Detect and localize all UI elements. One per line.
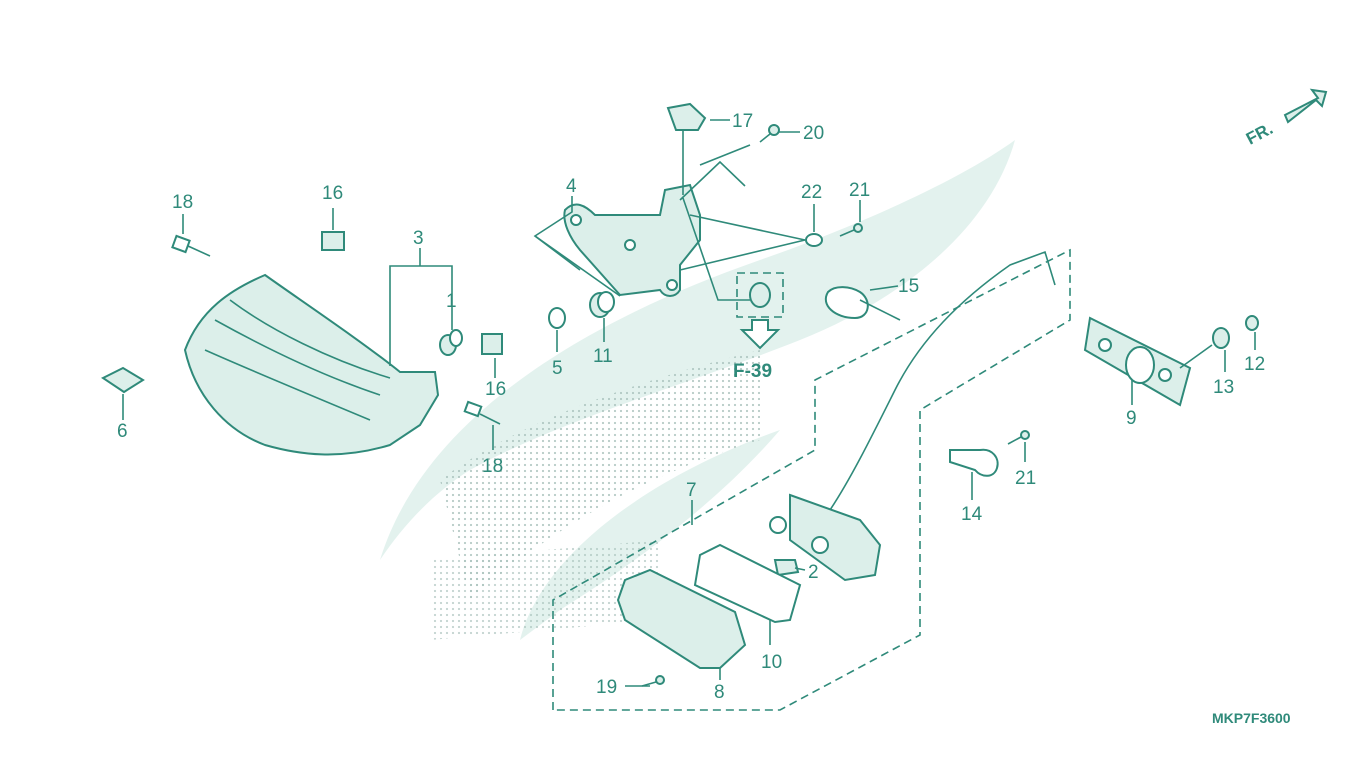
grommet-part-11 bbox=[589, 291, 615, 318]
screw-part-21-bottom bbox=[1007, 430, 1030, 445]
wire-harness-part-7 bbox=[829, 250, 1056, 511]
connector-part-17 bbox=[666, 102, 707, 131]
leader-lines bbox=[122, 119, 1256, 687]
housing-part-3 bbox=[183, 273, 440, 456]
screw-part-21-top bbox=[839, 223, 863, 237]
callout-21-bottom: 21 bbox=[1015, 468, 1036, 489]
callout-16-top: 16 bbox=[322, 183, 343, 204]
callout-14: 14 bbox=[961, 504, 983, 525]
callout-5: 5 bbox=[552, 358, 563, 379]
reference-label: F-39 bbox=[733, 361, 772, 382]
bulb-part-2 bbox=[773, 559, 800, 577]
callout-16-bottom: 16 bbox=[485, 379, 506, 400]
nut-part-12 bbox=[1245, 315, 1259, 331]
assembly-outline-7 bbox=[552, 248, 1071, 711]
socket-assembly bbox=[769, 493, 882, 582]
callout-3: 3 bbox=[413, 228, 424, 249]
clamp-part-15 bbox=[825, 286, 901, 321]
callout-18-bottom: 18 bbox=[482, 456, 503, 477]
callout-21-top: 21 bbox=[849, 180, 870, 201]
socket-part-1 bbox=[439, 329, 463, 356]
gasket-part-10 bbox=[693, 543, 802, 624]
front-direction-arrow bbox=[1283, 88, 1328, 124]
bolt-part-18-top bbox=[171, 234, 211, 257]
callout-22: 22 bbox=[801, 182, 822, 203]
callout-18-top: 18 bbox=[172, 192, 193, 213]
callout-13: 13 bbox=[1213, 377, 1234, 398]
callout-10: 10 bbox=[761, 652, 782, 673]
callout-17: 17 bbox=[732, 111, 753, 132]
washer-part-22 bbox=[805, 233, 823, 247]
callout-9: 9 bbox=[1126, 408, 1137, 429]
clip-part-16-top bbox=[321, 231, 345, 251]
diagram-code: MKP7F3600 bbox=[1212, 710, 1291, 726]
plate-part-9 bbox=[1083, 316, 1192, 407]
screw-part-20 bbox=[759, 124, 780, 143]
callout-12: 12 bbox=[1244, 354, 1265, 375]
clamp-part-14 bbox=[949, 448, 999, 477]
grommet-part-6 bbox=[101, 366, 145, 394]
callout-20: 20 bbox=[803, 123, 824, 144]
callout-2: 2 bbox=[808, 562, 819, 583]
callout-7: 7 bbox=[686, 480, 697, 501]
screw-part-19 bbox=[641, 675, 665, 687]
callout-8: 8 bbox=[714, 682, 725, 703]
callout-6: 6 bbox=[117, 421, 128, 442]
reference-box bbox=[736, 272, 784, 350]
callout-11: 11 bbox=[593, 346, 613, 367]
callout-19: 19 bbox=[596, 677, 617, 698]
nut-part-13 bbox=[1212, 327, 1230, 349]
clip-part-16-bottom bbox=[481, 333, 503, 355]
watermark-wing-logo bbox=[380, 140, 1015, 640]
washer-part-5 bbox=[548, 307, 566, 329]
callout-15: 15 bbox=[898, 276, 919, 297]
bolt-part-18-bottom bbox=[463, 400, 501, 425]
front-direction-label: FR. bbox=[1243, 119, 1276, 149]
callout-1: 1 bbox=[446, 291, 457, 312]
callout-4: 4 bbox=[566, 176, 577, 197]
bracket-part-4 bbox=[563, 183, 701, 297]
callout-labels: 1 2 3 4 5 6 7 8 9 10 11 12 13 14 15 16 1… bbox=[117, 111, 1265, 703]
